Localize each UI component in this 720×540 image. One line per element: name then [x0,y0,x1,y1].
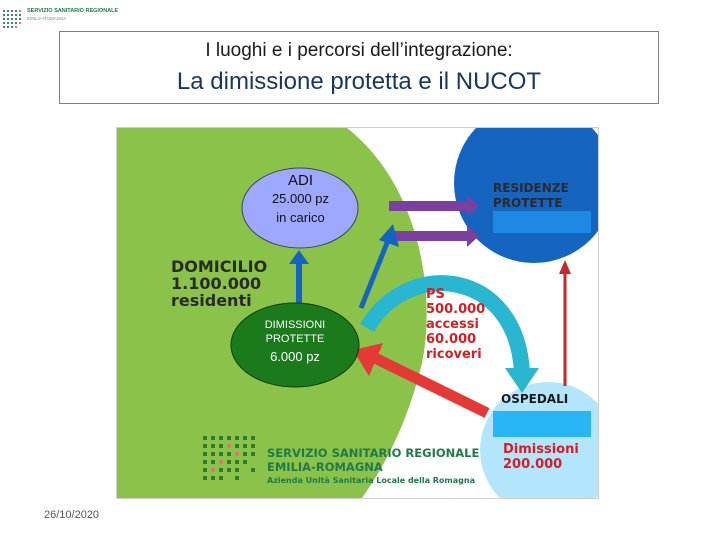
dimissioni-label: DIMISSIONI PROTETTE 6.000 pz [235,318,355,368]
purple-bar-bottom [389,231,469,241]
blue-diag-line [358,237,392,309]
ps-ricoveri-count: 60.000 [426,332,477,347]
dimissioni-value: 6.000 pz [270,349,320,364]
ps-accessi-count: 500.000 [426,302,486,317]
logo-text: SERVIZIO SANITARIO REGIONALE [27,8,119,14]
red-vertical-arrowhead [559,260,571,274]
ospedali-label: OSPEDALI [501,392,569,406]
adi-status: in carico [276,210,325,225]
adi-count: 25.000 pz [271,191,330,206]
integration-diagram: ADI 25.000 pz in carico DOMICILIO 1.100.… [116,127,599,499]
ospedali-dimissioni-count: 200.000 [503,457,563,472]
red-big-arrowhead [353,343,383,376]
residenze-line1: RESIDENZE [493,181,569,195]
dimissioni-ellipse [230,302,360,388]
ospedali-dimissioni-label: Dimissioni [503,442,579,457]
page-subtitle: I luoghi e i percorsi dell’integrazione: [205,40,513,61]
cyan-flow-arrow [360,275,530,374]
adi-label: ADI 25.000 pz in carico [244,172,357,227]
ospedali-dimissioni: Dimissioni 200.000 [503,442,579,472]
footer-date: 26/10/2020 [44,509,100,521]
ssr-line2: EMILIA-ROMAGNA [267,460,383,474]
dimissioni-line1: DIMISSIONI [264,319,326,331]
blue-up-arrowhead [289,250,309,264]
ps-ricoveri-label: ricoveri [426,347,482,362]
logo-dots-icon [3,10,21,28]
ssr-text: SERVIZIO SANITARIO REGIONALE EMILIA-ROMA… [267,446,479,487]
ssr-dots-icon [203,436,255,480]
blue-diag-arrowhead [379,224,399,247]
ps-title: PS [426,287,445,302]
ssr-line1: SERVIZIO SANITARIO REGIONALE [267,446,480,460]
ps-label: PS 500.000 accessi 60.000 ricoveri [426,287,485,362]
ospedali-box [493,411,591,437]
purple-bar-top [389,201,469,211]
domicilio-count: 1.100.000 [171,274,262,293]
adi-title: ADI [287,172,313,189]
purple-arrowhead-top [467,195,479,217]
domicilio-title: DOMICILIO [171,257,268,276]
domicilio-unit: residenti [171,291,252,310]
red-big-arrow [372,353,490,418]
dimissioni-line2: PROTETTE [265,333,325,345]
page-title: La dimissione protetta e il NUCOT [176,68,542,95]
adi-ellipse [241,167,359,249]
logo-subtext: EMILIA-ROMAGNA [27,16,67,21]
ssr-line3: Azienda Unità Sanitaria Locale della Rom… [267,476,475,485]
purple-arrowhead-bottom [467,225,479,247]
residenze-label: RESIDENZE PROTETTE [493,181,569,211]
residenze-box [493,211,591,233]
domicilio-label: DOMICILIO 1.100.000 residenti [171,258,267,309]
cyan-arrowhead [505,368,539,393]
ssr-logo: SERVIZIO SANITARIO REGIONALE EMILIA-ROMA… [2,8,132,36]
ps-accessi-label: accessi [426,317,479,332]
diagram-shapes [117,128,598,498]
residenze-line2: PROTETTE [493,196,563,210]
title-box: I luoghi e i percorsi dell’integrazione:… [59,31,659,104]
